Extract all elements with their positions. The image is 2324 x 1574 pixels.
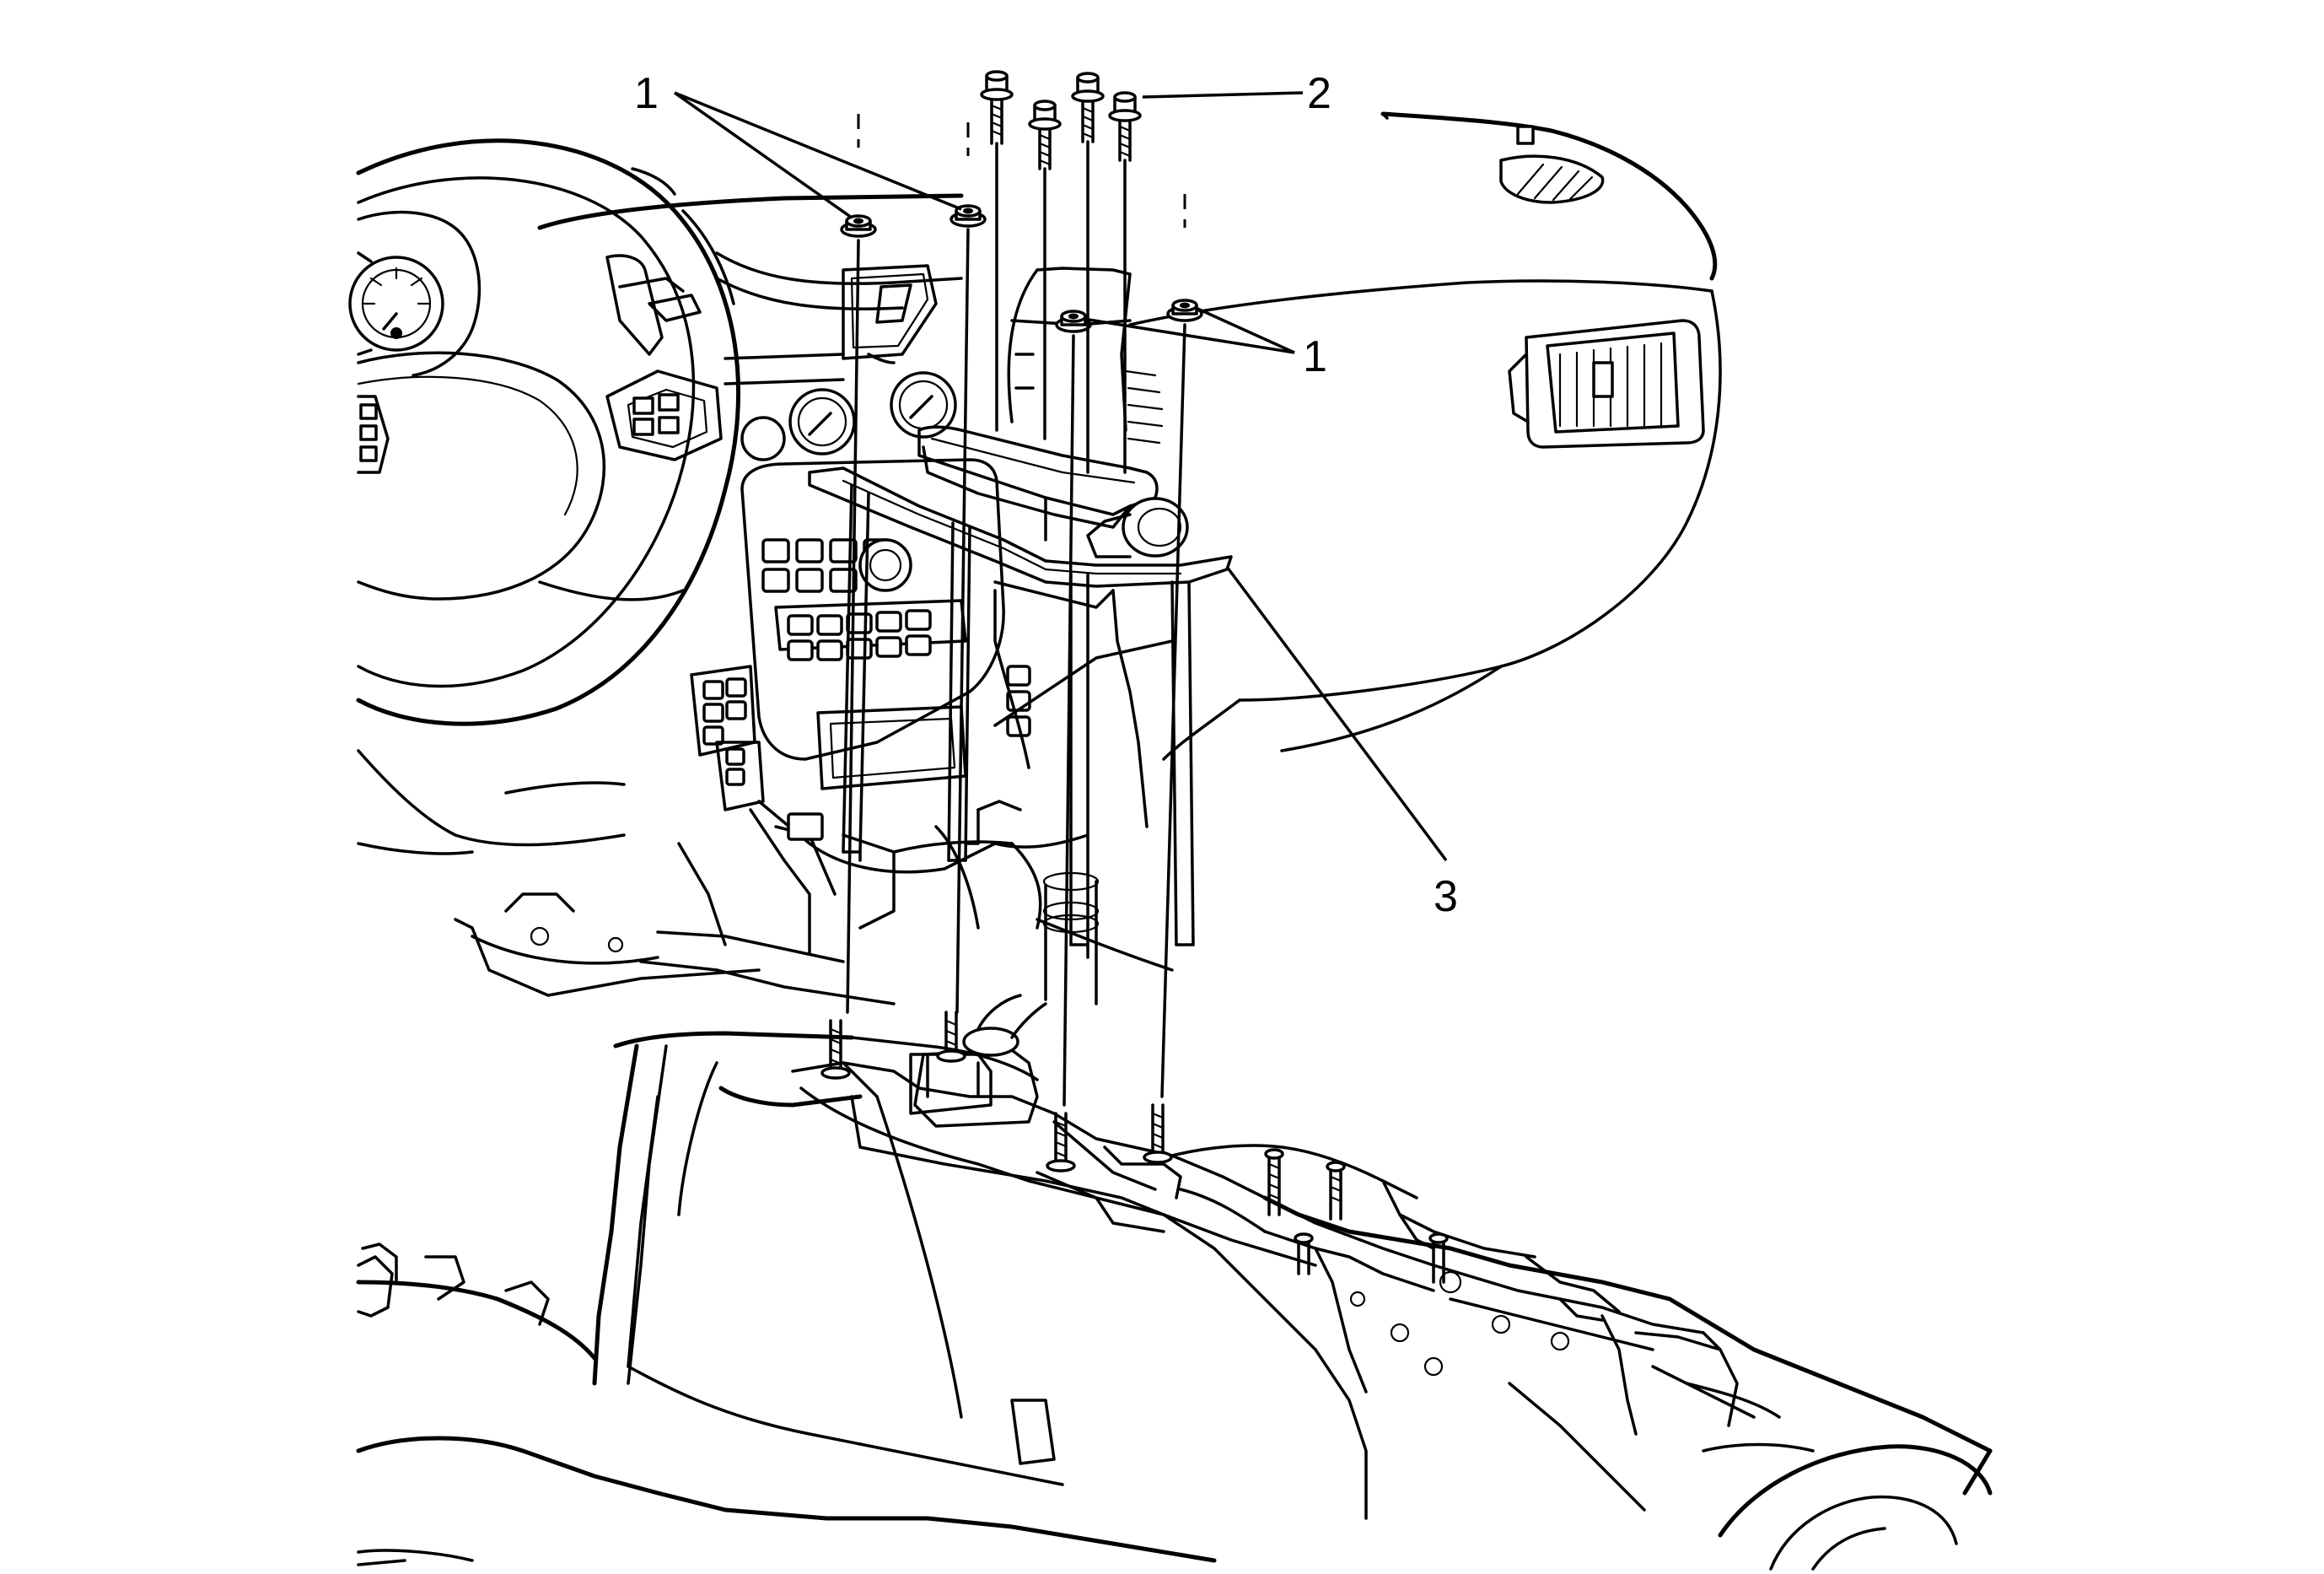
bolt-2 — [1028, 100, 1062, 170]
nut-right-1 — [1055, 310, 1092, 333]
callout-1-upper: 1 — [634, 69, 659, 118]
callout-leaders — [673, 91, 1448, 862]
bolt-4 — [1108, 91, 1142, 162]
callout-3: 3 — [1434, 872, 1458, 921]
callout-labels: 1 2 1 3 — [634, 69, 1458, 921]
bolt-3 — [1071, 72, 1105, 143]
nut-right-2 — [1166, 299, 1203, 322]
nut-left-2 — [950, 204, 987, 228]
callout-1-right: 1 — [1303, 332, 1327, 381]
callout-2: 2 — [1307, 69, 1331, 118]
instrument-panel-upper — [537, 111, 1722, 761]
lower-panel-structure — [357, 749, 1174, 1005]
floor-studs — [820, 1011, 1449, 1284]
nut-left-1 — [840, 214, 877, 238]
floor-console-bracket — [356, 871, 1993, 1571]
center-stack — [690, 371, 1174, 874]
steering-wheel — [356, 138, 741, 726]
bolt-1 — [980, 70, 1014, 145]
assembly-centerlines — [846, 114, 1186, 1107]
instrument-cluster — [348, 210, 481, 377]
fasteners — [820, 70, 1449, 1284]
